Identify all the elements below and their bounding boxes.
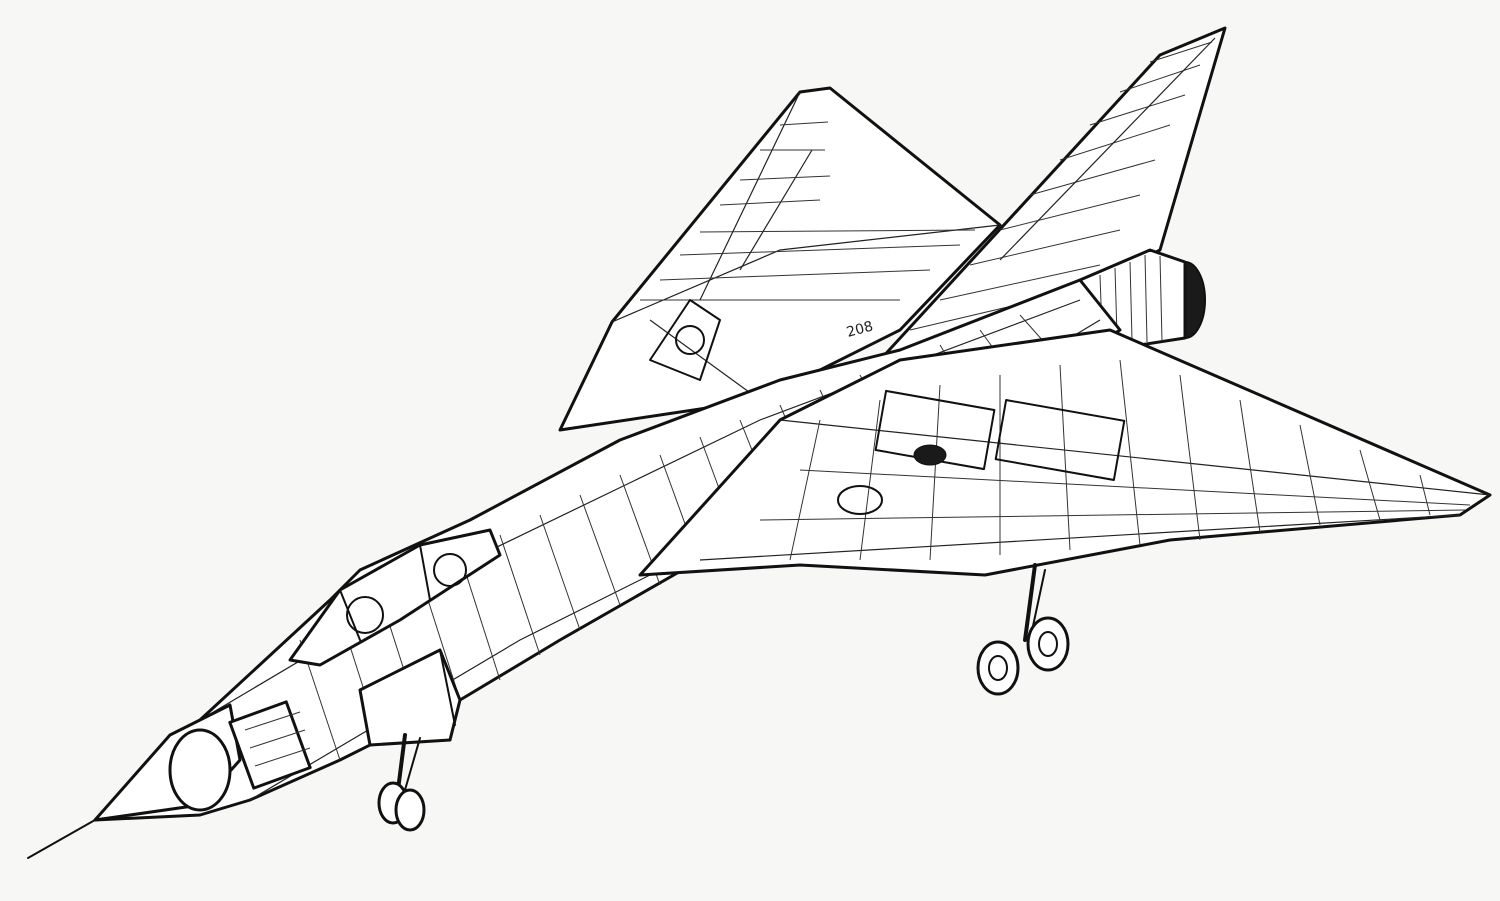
- avionics-rack: [228, 700, 312, 790]
- nose-landing-gear: [377, 733, 426, 832]
- main-landing-gear: [976, 563, 1070, 696]
- nose-section: [27, 700, 312, 859]
- near-wing-ribs: [759, 359, 1471, 561]
- pilot-seat: [346, 596, 384, 634]
- pitot-probe: [27, 819, 96, 859]
- tail-fin-ribs: [909, 41, 1213, 331]
- canopy: [288, 528, 502, 667]
- fuselage-marking-code: 208: [845, 318, 875, 340]
- navigator-seat: [433, 553, 467, 587]
- far-wing-ribs: [640, 121, 976, 301]
- near-wing: [638, 328, 1492, 577]
